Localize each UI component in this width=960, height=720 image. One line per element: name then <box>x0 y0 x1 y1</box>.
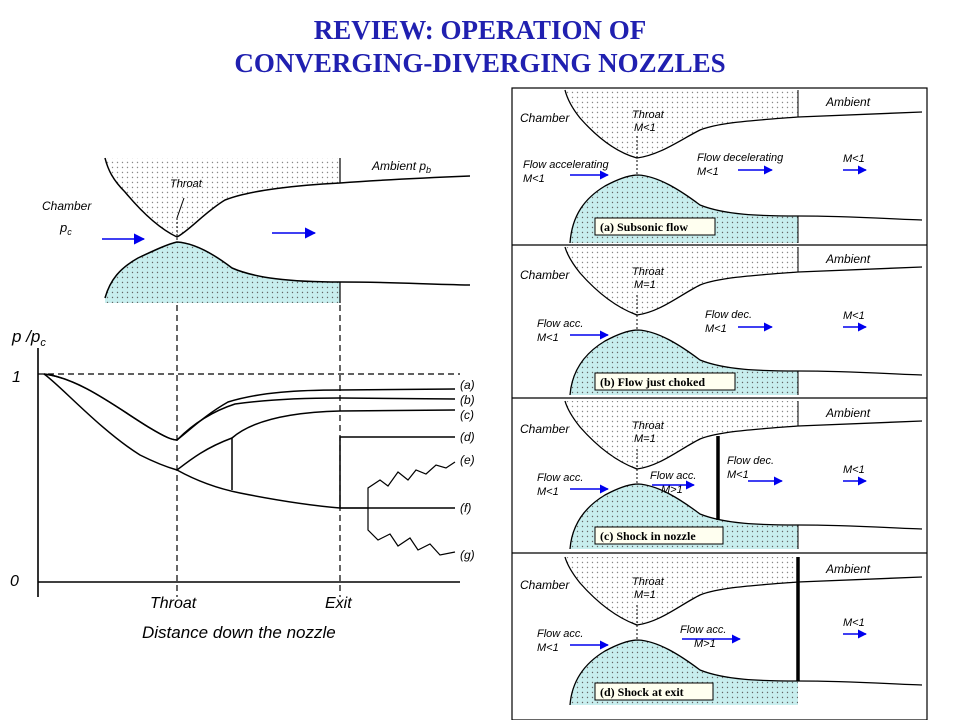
right-panels: Chamber Throat M<1 Ambient Flow accelera… <box>511 87 928 720</box>
panel-throat-mach: M=1 <box>634 589 656 601</box>
panel-chamber-label: Chamber <box>520 578 570 592</box>
panel-mid-flow-1: Flow dec. <box>705 309 752 321</box>
panel-caption: (d) Shock at exit <box>600 685 684 699</box>
curve-label-c: (c) <box>460 408 474 422</box>
panel-ambient-mach: M<1 <box>843 310 865 322</box>
panel-a: Chamber Throat M<1 Ambient Flow accelera… <box>520 89 923 244</box>
curve-c <box>43 373 233 490</box>
panel-caption-box <box>594 526 724 545</box>
panel-lower-wall <box>569 329 923 396</box>
y-tick-0: 0 <box>10 573 19 590</box>
panel-left-flow-2: M<1 <box>523 173 545 185</box>
panel-post-flow-1: Flow dec. <box>727 455 774 467</box>
panel-lower-wall <box>569 483 923 550</box>
panel-left-flow-2: M<1 <box>537 332 559 344</box>
chamber-label: Chamber <box>42 199 92 213</box>
panel-throat-label: Throat <box>632 420 665 432</box>
panel-ambient-mach: M<1 <box>843 617 865 629</box>
upper-nozzle-wall-fill <box>105 158 340 237</box>
panel-left-flow-1: Flow accelerating <box>523 159 609 171</box>
pressure-plot: p /pc 1 0 (a) (b) (c) (d) (e) (f) (g) Th… <box>10 305 475 642</box>
throat-pointer <box>176 197 185 219</box>
panel-mid-flow-1: Flow acc. <box>650 470 696 482</box>
page-title: REVIEW: OPERATION OF CONVERGING-DIVERGIN… <box>0 14 960 80</box>
curve-c-upper <box>231 409 456 439</box>
panel-b: Chamber Throat M=1 Ambient Flow acc. M<1… <box>520 246 923 396</box>
panel-chamber-label: Chamber <box>520 422 570 436</box>
panel-throat-mach: M<1 <box>634 122 656 134</box>
panel-upper-wall-fill <box>565 90 798 158</box>
y-tick-1: 1 <box>12 369 21 386</box>
panel-upper-wall <box>564 556 923 626</box>
panel-d: Chamber Throat M=1 Ambient Flow acc. M<1… <box>520 556 923 706</box>
panel-mid-flow-2: M<1 <box>697 166 719 178</box>
panel-ambient-mach: M<1 <box>843 153 865 165</box>
panel-upper-wall <box>564 246 923 316</box>
curve-e <box>340 461 456 509</box>
panel-throat-mach: M=1 <box>634 433 656 445</box>
panel-mid-flow-2: M>1 <box>661 484 683 496</box>
curve-label-f: (f) <box>460 501 471 515</box>
panel-lower-wall <box>569 639 923 706</box>
panel-ambient-label: Ambient <box>825 95 871 109</box>
panel-lower-wall <box>569 174 923 244</box>
curve-g <box>367 508 456 556</box>
ambient-label: Ambient pb <box>371 159 431 175</box>
right-panels-frame <box>511 87 928 720</box>
panel-caption-box <box>594 217 716 236</box>
lower-nozzle-wall-fill <box>105 242 340 303</box>
panel-ambient-mach: M<1 <box>843 464 865 476</box>
curve-label-d: (d) <box>460 430 475 444</box>
throat-label: Throat <box>170 178 203 190</box>
panel-upper-wall <box>564 400 923 470</box>
x-tick-throat: Throat <box>150 595 197 612</box>
left-nozzle: Chamber pc Throat Ambient pb <box>42 157 471 303</box>
panel-ambient-label: Ambient <box>825 562 871 576</box>
panel-caption: (b) Flow just choked <box>600 375 705 389</box>
panel-caption: (c) Shock in nozzle <box>600 529 696 543</box>
panel-c: Chamber Throat M=1 Ambient Flow acc. M<1… <box>520 400 923 550</box>
panel-throat-label: Throat <box>632 576 665 588</box>
panel-mid-flow-2: M>1 <box>694 638 716 650</box>
panel-mid-flow-1: Flow acc. <box>680 624 726 636</box>
curve-b <box>43 373 456 441</box>
upper-nozzle-wall <box>104 157 471 238</box>
x-axis-label: Distance down the nozzle <box>142 623 336 642</box>
panel-mid-flow-2: M<1 <box>705 323 727 335</box>
x-tick-exit: Exit <box>325 595 352 612</box>
curve-label-b: (b) <box>460 393 475 407</box>
panel-upper-wall <box>564 89 923 159</box>
title-line-1: REVIEW: OPERATION OF <box>313 15 647 45</box>
curve-label-g: (g) <box>460 548 475 562</box>
panel-left-flow-1: Flow acc. <box>537 318 583 330</box>
title-line-2: CONVERGING-DIVERGING NOZZLES <box>234 48 726 78</box>
panel-mid-flow-1: Flow decelerating <box>697 152 784 164</box>
panel-post-flow-2: M<1 <box>727 469 749 481</box>
chamber-pressure-label: pc <box>59 220 72 237</box>
curve-f <box>176 469 455 509</box>
panel-left-flow-1: Flow acc. <box>537 628 583 640</box>
panel-caption: (a) Subsonic flow <box>600 220 688 234</box>
panel-upper-wall-fill <box>565 557 798 625</box>
panel-caption-box <box>594 372 736 391</box>
panel-chamber-label: Chamber <box>520 111 570 125</box>
panel-throat-label: Throat <box>632 266 665 278</box>
panel-throat-label: Throat <box>632 109 665 121</box>
panel-left-flow-1: Flow acc. <box>537 472 583 484</box>
panel-left-flow-2: M<1 <box>537 486 559 498</box>
panel-caption-box <box>594 682 714 701</box>
panel-chamber-label: Chamber <box>520 268 570 282</box>
y-axis-label: p /pc <box>11 327 46 349</box>
lower-nozzle-wall <box>104 241 471 299</box>
curve-label-a: (a) <box>460 378 475 392</box>
panel-throat-mach: M=1 <box>634 279 656 291</box>
panel-upper-wall-fill <box>565 247 798 315</box>
panel-ambient-label: Ambient <box>825 406 871 420</box>
panel-left-flow-2: M<1 <box>537 642 559 654</box>
curve-d <box>339 436 455 508</box>
panel-ambient-label: Ambient <box>825 252 871 266</box>
panel-upper-wall-fill <box>565 401 798 469</box>
curve-label-e: (e) <box>460 453 475 467</box>
